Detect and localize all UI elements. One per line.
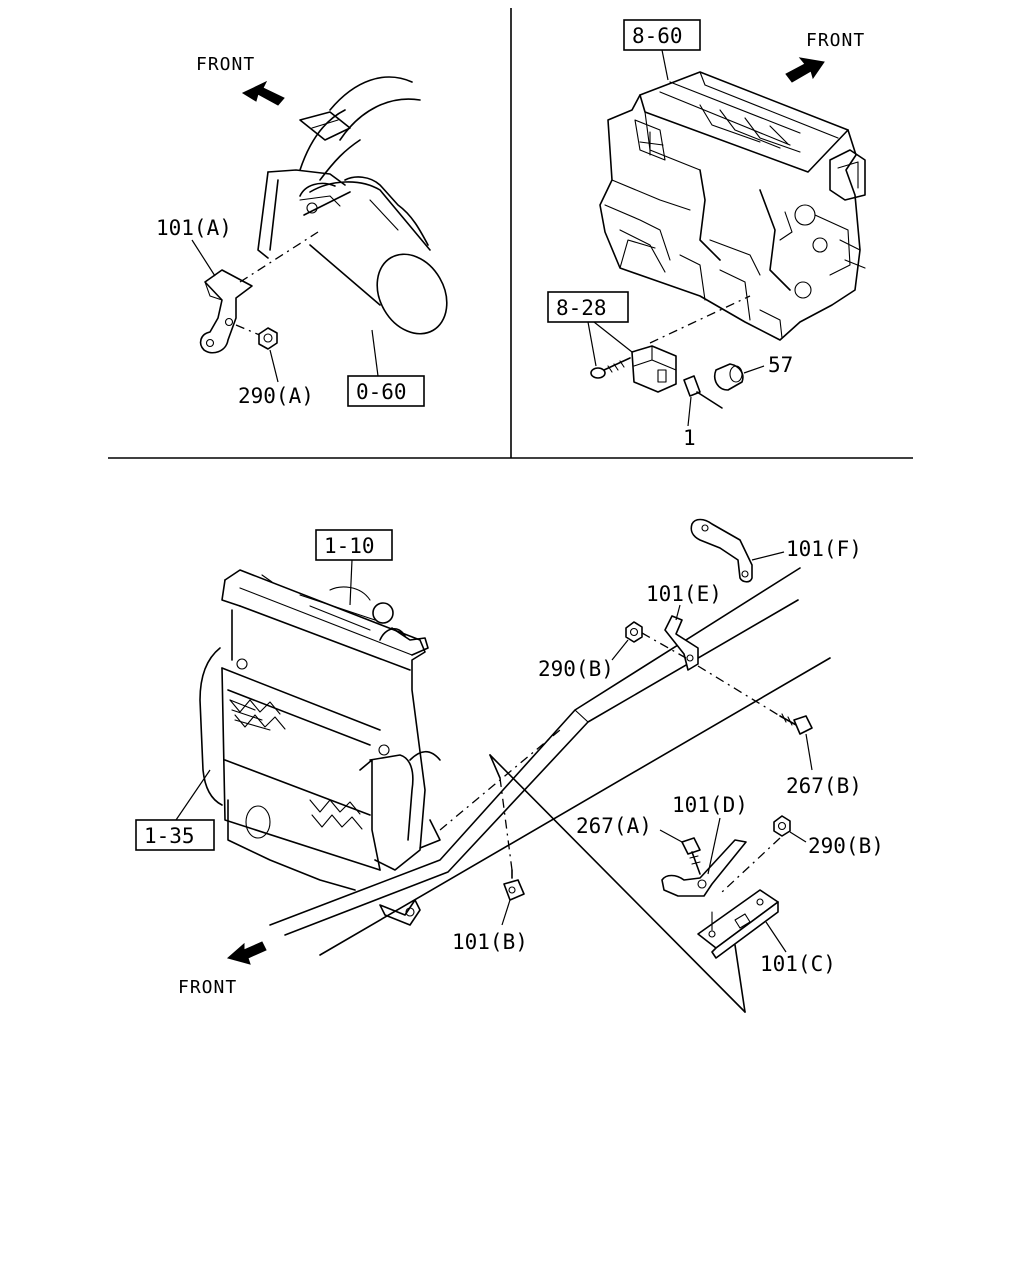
bolt-267a bbox=[681, 837, 701, 875]
bracket-101e bbox=[664, 615, 699, 671]
front-arrow-icon-top-right bbox=[785, 57, 825, 83]
leader-290b-upper bbox=[611, 639, 629, 661]
leader-8-60 bbox=[661, 49, 669, 81]
callout-57: 57 bbox=[768, 353, 793, 377]
panel-top-left: FRONT bbox=[156, 54, 448, 408]
install-line-bracket-a bbox=[239, 231, 319, 283]
radiator-assembly bbox=[199, 569, 441, 926]
panel-top-right: 8-60 FRONT bbox=[547, 19, 866, 450]
nut-290a bbox=[258, 327, 278, 350]
ref-box-8-60-label: 8-60 bbox=[632, 24, 683, 48]
ref-box-1-10-label: 1-10 bbox=[324, 534, 375, 558]
clip-57 bbox=[713, 363, 744, 391]
leader-1-10 bbox=[349, 559, 353, 606]
ref-box-1-35 bbox=[135, 819, 215, 851]
callout-101a: 101(A) bbox=[156, 216, 232, 240]
leader-267a bbox=[659, 829, 683, 843]
sensor-1 bbox=[683, 375, 723, 409]
hvac-unit bbox=[599, 71, 866, 341]
bracket-101a bbox=[199, 269, 253, 354]
leader-101c bbox=[765, 921, 787, 953]
front-arrow-icon bbox=[241, 80, 285, 106]
callout-267b: 267(B) bbox=[786, 774, 862, 798]
callout-101f: 101(F) bbox=[786, 537, 862, 561]
bracket-101d bbox=[661, 839, 747, 897]
bolt-267b bbox=[779, 713, 813, 735]
callout-1: 1 bbox=[683, 426, 696, 450]
frame-rails bbox=[269, 567, 831, 956]
vehicle-body-outline bbox=[257, 76, 421, 259]
leader-0-60 bbox=[371, 329, 379, 377]
front-label-bottom: FRONT bbox=[178, 977, 237, 998]
front-label: FRONT bbox=[196, 54, 255, 75]
bracket-101c bbox=[697, 889, 779, 959]
detail-outline bbox=[489, 754, 746, 1013]
ref-box-8-28-label: 8-28 bbox=[556, 296, 607, 320]
callout-290b-lower: 290(B) bbox=[808, 834, 884, 858]
leader-57 bbox=[743, 365, 765, 374]
leader-101e bbox=[675, 604, 681, 621]
callout-101b: 101(B) bbox=[452, 930, 528, 954]
ref-box-1-35-label: 1-35 bbox=[144, 824, 195, 848]
panel-bottom: 1-10 1-35 bbox=[135, 518, 884, 1013]
nut-290b-upper bbox=[625, 621, 643, 643]
leader-8-28 bbox=[587, 321, 597, 367]
nut-290b-lower bbox=[773, 815, 791, 837]
install-line-nut-b-upper bbox=[641, 632, 687, 659]
install-line-sensor bbox=[649, 295, 751, 344]
callout-290b-upper: 290(B) bbox=[538, 657, 614, 681]
install-line-bolt-b bbox=[697, 665, 781, 717]
callout-101e: 101(E) bbox=[646, 582, 722, 606]
install-line-nut-b-lower bbox=[721, 837, 781, 893]
ref-box-0-60-label: 0-60 bbox=[356, 380, 407, 404]
sensor-connector bbox=[631, 345, 677, 393]
callout-101c: 101(C) bbox=[760, 952, 836, 976]
bracket-101b bbox=[503, 869, 525, 901]
ref-box-0-60 bbox=[347, 375, 425, 407]
leader-101f bbox=[751, 551, 785, 561]
bracket-101f bbox=[690, 518, 753, 583]
screw-8-28 bbox=[590, 357, 631, 379]
install-line-nut-a bbox=[235, 324, 263, 337]
callout-290a: 290(A) bbox=[238, 384, 314, 408]
front-arrow-icon-bottom bbox=[226, 941, 267, 965]
ref-box-1-10 bbox=[315, 529, 393, 561]
leader-290b-lower bbox=[789, 831, 807, 843]
ref-box-8-60 bbox=[623, 19, 701, 51]
leader-1 bbox=[687, 396, 692, 427]
leader-101a bbox=[191, 239, 216, 277]
leader-101b bbox=[501, 899, 511, 926]
cylinder-unit bbox=[299, 176, 448, 335]
front-label-top-right: FRONT bbox=[806, 30, 865, 51]
leader-101d bbox=[707, 817, 721, 875]
callout-101d: 101(D) bbox=[672, 793, 748, 817]
leader-267b bbox=[805, 733, 813, 771]
leader-8-28-b bbox=[593, 321, 633, 353]
leader-290a bbox=[269, 349, 279, 383]
callout-267a: 267(A) bbox=[576, 814, 652, 838]
